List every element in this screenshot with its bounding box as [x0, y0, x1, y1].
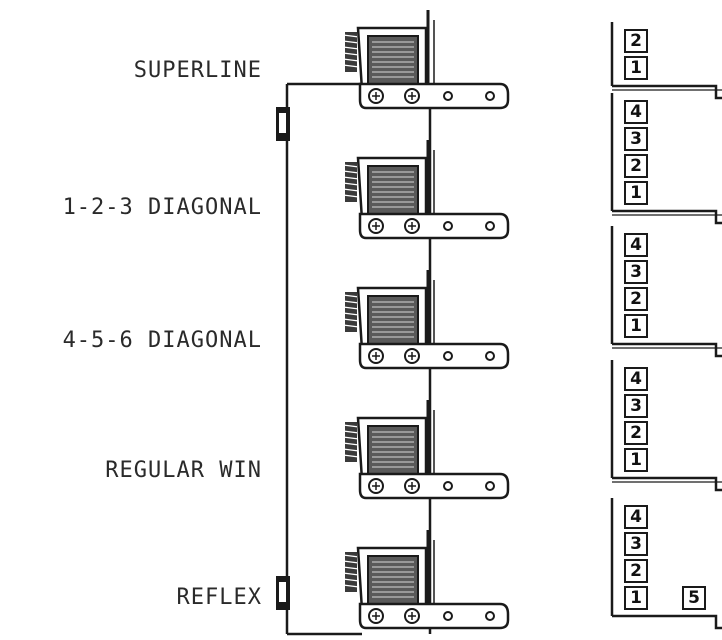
screw-hole — [443, 91, 453, 101]
contact-number-extra: 5 — [682, 586, 706, 610]
relay-coil — [367, 425, 419, 475]
contact-number: 3 — [624, 260, 648, 284]
contact-number: 1 — [624, 448, 648, 472]
contact-stack-4 — [610, 360, 722, 492]
contact-number: 2 — [624, 29, 648, 53]
contact-number: 1 — [624, 314, 648, 338]
relay-label: REGULAR WIN — [105, 458, 262, 483]
screw-hole — [485, 351, 495, 361]
contact-number: 3 — [624, 394, 648, 418]
relay-2 — [342, 140, 510, 240]
relay-base — [358, 82, 510, 110]
relay-4 — [342, 400, 510, 500]
contact-number: 3 — [624, 127, 648, 151]
relay-base — [358, 342, 510, 370]
contact-number: 4 — [624, 505, 648, 529]
screw-hole — [443, 221, 453, 231]
relay-label: 1-2-3 DIAGONAL — [62, 195, 262, 220]
relay-label: 4-5-6 DIAGONAL — [62, 328, 262, 353]
relay-coil — [367, 555, 419, 605]
relay-1 — [342, 10, 510, 110]
contact-stack-2 — [610, 93, 722, 225]
contact-number: 1 — [624, 56, 648, 80]
relay-5 — [342, 530, 510, 630]
relay-label: SUPERLINE — [133, 58, 262, 83]
contact-number: 1 — [624, 586, 648, 610]
screw-hole — [485, 481, 495, 491]
contact-number: 2 — [624, 287, 648, 311]
screw-hole — [485, 91, 495, 101]
contact-number: 4 — [624, 233, 648, 257]
contact-number: 4 — [624, 100, 648, 124]
contact-number: 4 — [624, 367, 648, 391]
contact-number: 1 — [624, 181, 648, 205]
relay-coil — [367, 165, 419, 215]
relay-base — [358, 602, 510, 630]
relay-base — [358, 212, 510, 240]
relay-base — [358, 472, 510, 500]
screw-hole — [485, 221, 495, 231]
contact-number: 2 — [624, 154, 648, 178]
screw-hole — [443, 481, 453, 491]
relay-coil — [367, 295, 419, 345]
contact-stack-1 — [610, 22, 722, 100]
relay-3 — [342, 270, 510, 370]
contact-number: 3 — [624, 532, 648, 556]
screw-hole — [485, 611, 495, 621]
contact-number: 2 — [624, 421, 648, 445]
contact-stack-3 — [610, 226, 722, 358]
screw-hole — [443, 351, 453, 361]
relay-label: REFLEX — [176, 585, 262, 610]
screw-hole — [443, 611, 453, 621]
contact-number: 2 — [624, 559, 648, 583]
contact-stack-5 — [610, 498, 722, 630]
